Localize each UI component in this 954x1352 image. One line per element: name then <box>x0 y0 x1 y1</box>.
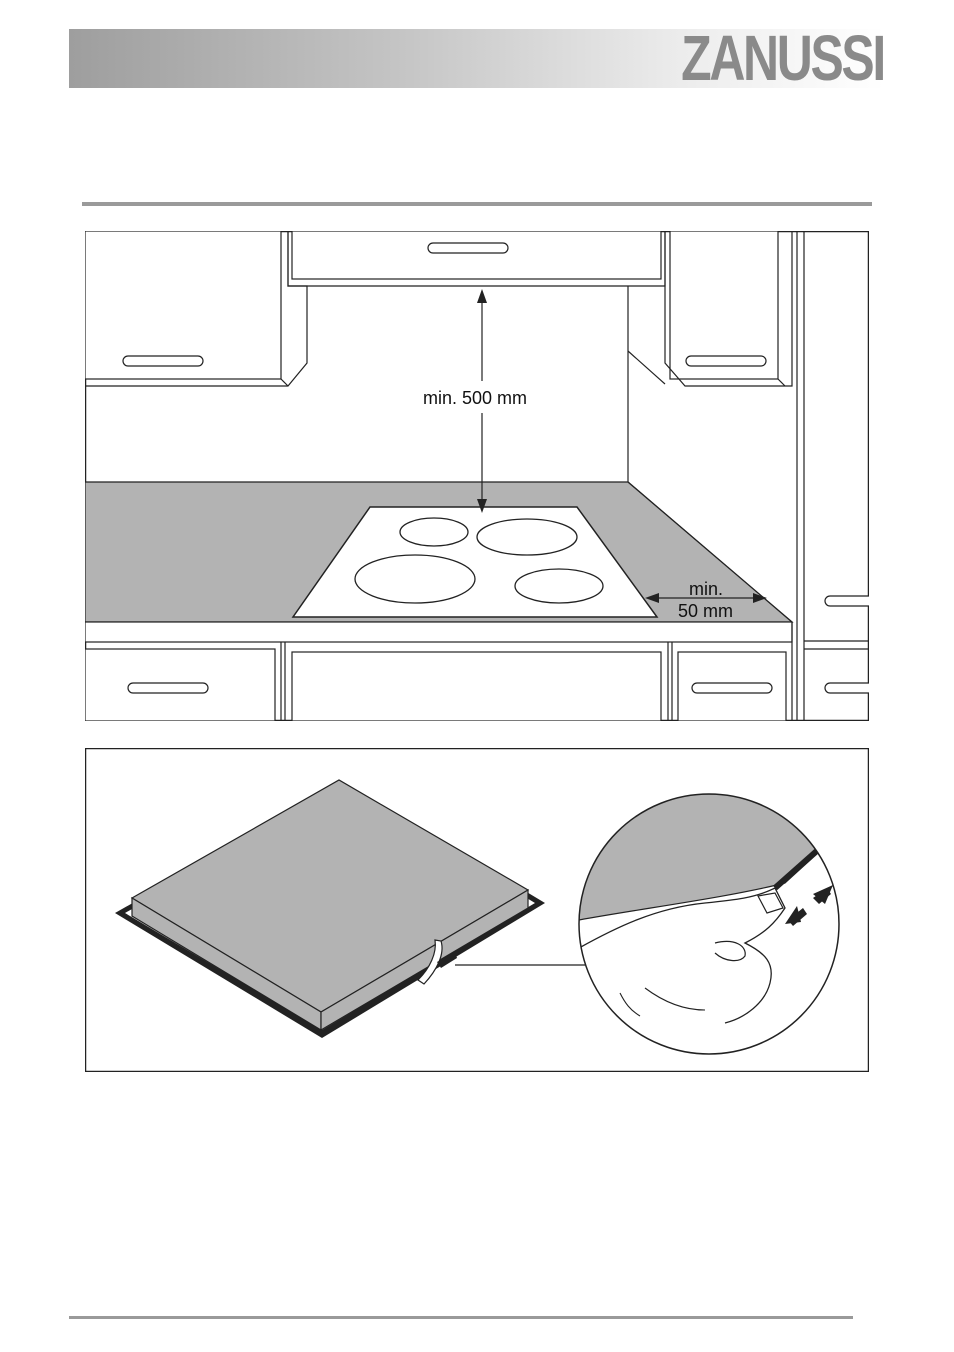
installation-clearance-figure: min. 500 mm min. 50 mm <box>85 231 869 721</box>
range-hood <box>288 231 665 286</box>
clearance-side-label-line1: min. <box>689 579 723 599</box>
upper-left-cabinet <box>85 231 307 386</box>
bottom-divider <box>69 1316 853 1319</box>
brand-logo: ZANUSSI <box>681 18 884 98</box>
seal-application-figure <box>85 748 869 1072</box>
seal-illustration <box>85 748 869 1072</box>
upper-right-cabinet <box>665 231 792 386</box>
kitchen-clearance-illustration <box>85 231 869 721</box>
top-divider <box>82 202 872 206</box>
clearance-above-label: min. 500 mm <box>423 388 527 408</box>
clearance-side-label-line2: 50 mm <box>678 601 733 621</box>
